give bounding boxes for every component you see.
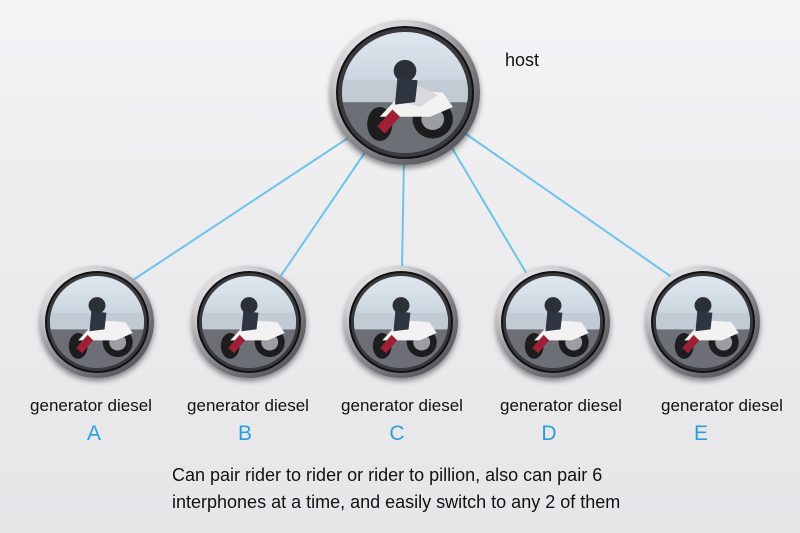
node-c-letter: C (389, 422, 405, 445)
node-a-letter: A (86, 422, 102, 445)
node-c-label: generator diesel (341, 396, 463, 415)
motorcycle-rider-icon (656, 276, 750, 368)
node-e (646, 266, 760, 378)
link-host-d (451, 147, 529, 277)
motorcycle-rider-icon (354, 276, 448, 368)
link-host-a (129, 137, 349, 283)
caption-line-2: interphones at a time, and easily switch… (172, 492, 621, 512)
host-label: host (505, 50, 540, 70)
node-e-letter: E (693, 422, 709, 445)
node-d-letter: D (541, 422, 557, 445)
caption-line-1: Can pair rider to rider or rider to pill… (172, 465, 603, 485)
node-a (40, 266, 154, 378)
link-host-e (465, 133, 677, 281)
node-b-letter: B (237, 422, 253, 445)
node-e-label: generator diesel (661, 396, 783, 415)
motorcycle-rider-icon (50, 276, 144, 368)
node-b (192, 266, 306, 378)
link-host-c (401, 157, 405, 269)
node-b-label: generator diesel (187, 396, 309, 415)
caption: Can pair rider to rider or rider to pill… (172, 462, 732, 516)
node-d-label: generator diesel (500, 396, 622, 415)
motorcycle-rider-icon (506, 276, 600, 368)
link-host-b (277, 147, 369, 281)
node-c (344, 266, 458, 378)
motorcycle-rider-icon (202, 276, 296, 368)
motorcycle-rider-icon (342, 32, 468, 153)
node-d (496, 266, 610, 378)
host-node (330, 20, 480, 165)
node-a-label: generator diesel (30, 396, 152, 415)
